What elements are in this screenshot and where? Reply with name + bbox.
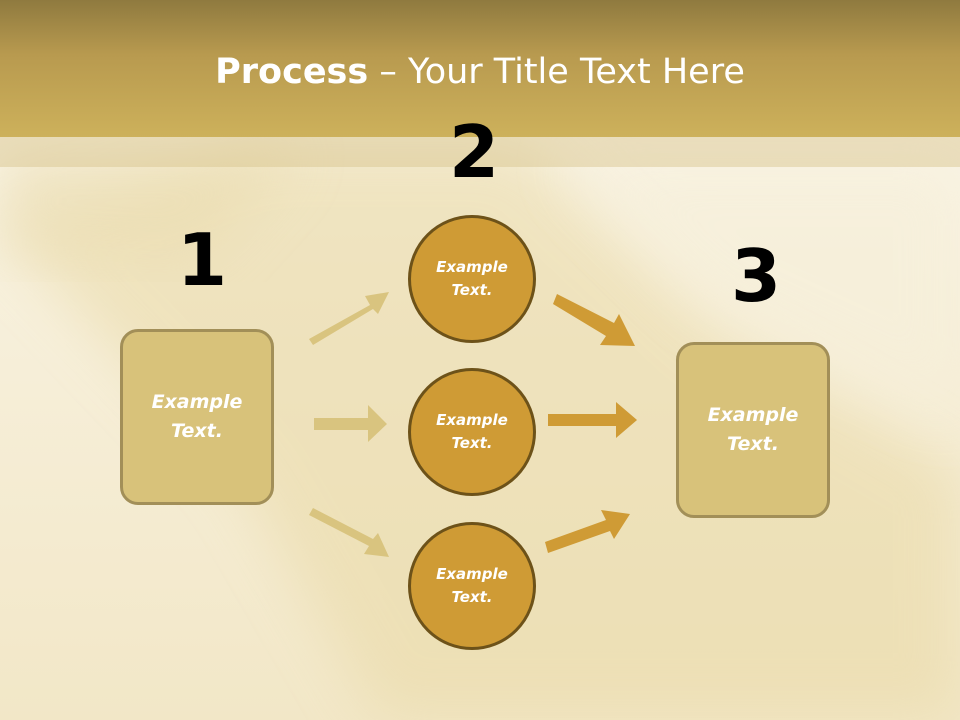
circle-bottom-text: Example Text. [436, 565, 508, 606]
arrow-left-to-middle [314, 405, 387, 442]
title-rest: – Your Title Text Here [368, 52, 745, 92]
step-3-box-text: Example Text. [707, 404, 799, 455]
arrow-middle-to-right [548, 402, 637, 438]
arrow-left-to-top [309, 292, 389, 345]
circle-middle-text: Example Text. [436, 411, 508, 452]
arrow-bottom-to-right [545, 510, 630, 553]
step-1-box-text: Example Text. [151, 391, 243, 442]
circle-top-text: Example Text. [436, 258, 508, 299]
step-1-box: Example Text. [120, 329, 274, 505]
step-2-circle-middle: Example Text. [408, 368, 536, 496]
step-number-1: 1 [177, 218, 228, 302]
step-number-2: 2 [449, 110, 500, 194]
title-bold: Process [215, 52, 369, 92]
step-2-circle-top: Example Text. [408, 215, 536, 343]
step-number-3: 3 [731, 234, 782, 318]
step-2-circle-bottom: Example Text. [408, 522, 536, 650]
arrow-top-to-right [553, 294, 635, 346]
title-band [0, 137, 960, 167]
step-3-box: Example Text. [676, 342, 830, 518]
slide-title: Process – Your Title Text Here [0, 52, 960, 92]
arrow-left-to-bottom [309, 508, 389, 557]
title-bar [0, 0, 960, 137]
